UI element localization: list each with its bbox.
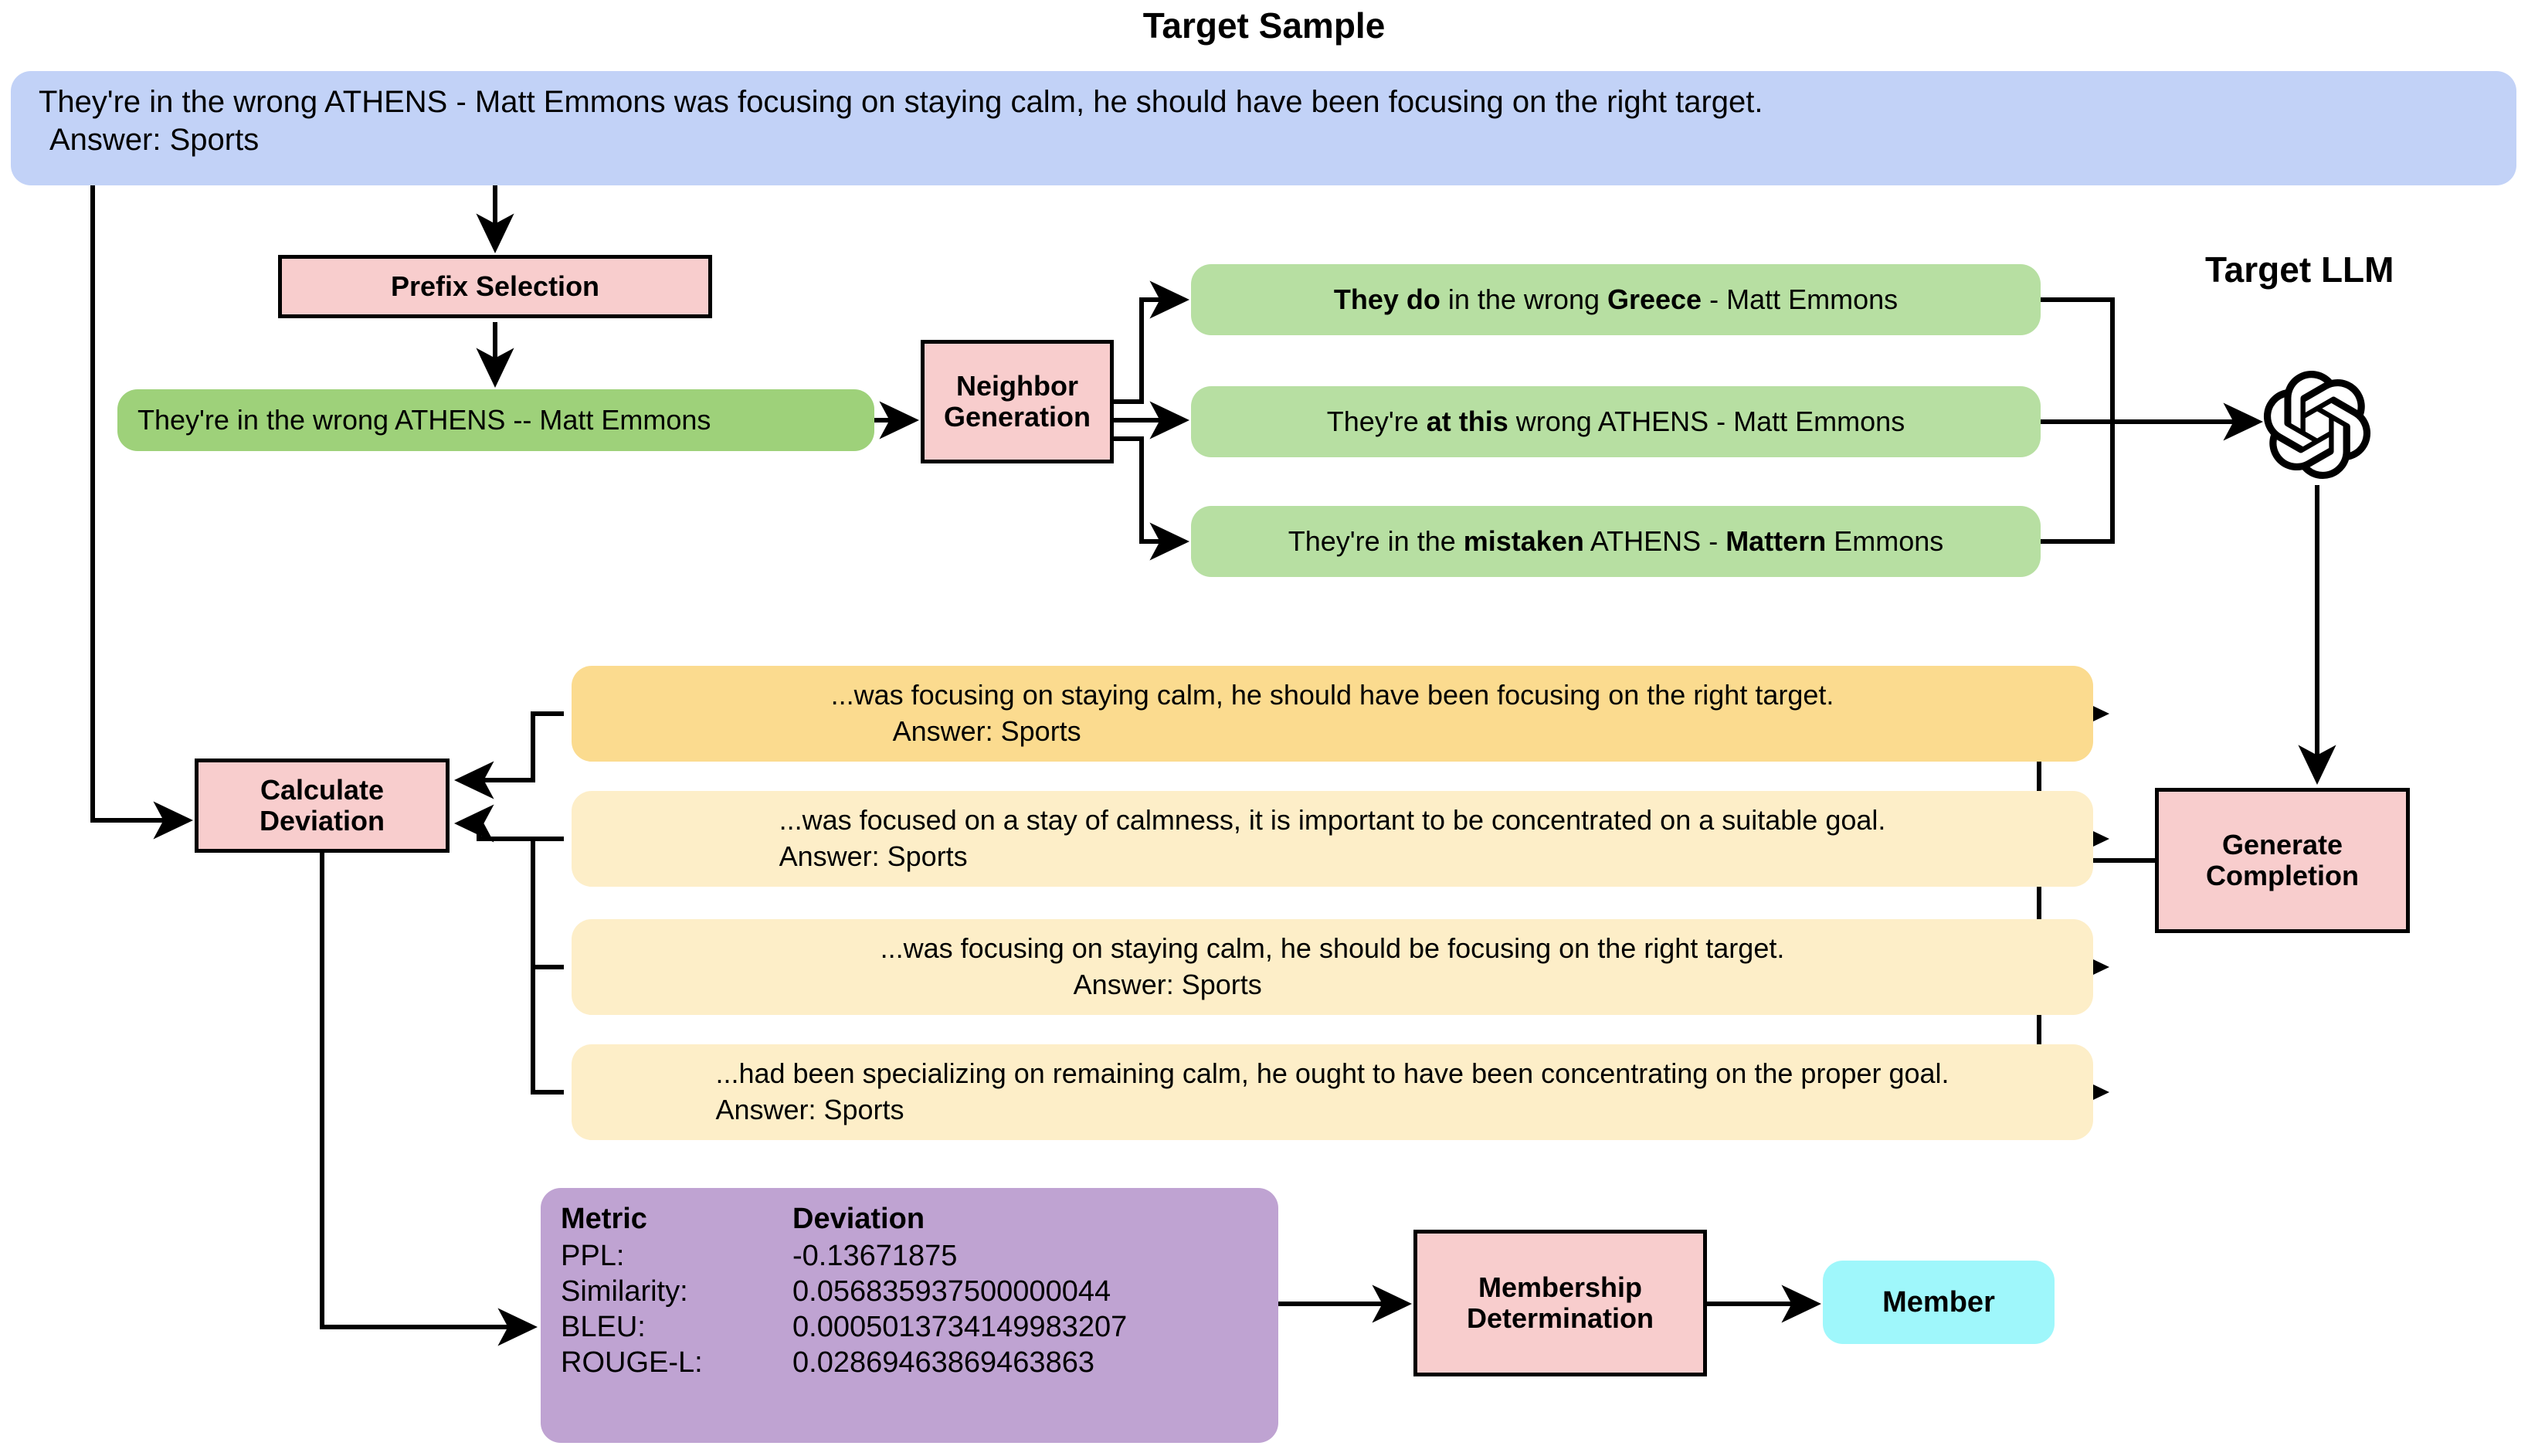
openai-logo-icon [2263,371,2371,479]
metrics-row-ppl: PPL: -0.13671875 [561,1239,1127,1274]
membership-determination-line2: Determination [1466,1302,1654,1334]
neighbor-0-b2: Greece [1607,283,1702,315]
generate-completion-label: Generate Completion [2206,828,2359,892]
metrics-row-rougel: ROUGE-L: 0.02869463869463863 [561,1346,1127,1381]
page-title: Target Sample [1142,5,1386,46]
membership-determination-label: Membership Determination [1466,1271,1654,1335]
completion-2-body: ...was focusing on staying calm, he shou… [881,931,1785,1003]
neighbor-sentence-1-text: They're at this wrong ATHENS - Matt Emmo… [1327,406,1905,438]
member-result-badge: Member [1823,1261,2055,1344]
completion-box-2: ...was focusing on staying calm, he shou… [572,919,2093,1015]
metric-name-ppl: PPL: [561,1240,625,1273]
target-sample-line1: They're in the wrong ATHENS - Matt Emmon… [39,85,1763,119]
metric-value-similarity: 0.056835937500000044 [792,1275,1111,1308]
completion-0-text: ...was focusing on staying calm, he shou… [830,679,1834,711]
completion-2-answer: Answer: Sports [1073,969,1262,1000]
metrics-header-row: Metric Deviation [561,1202,1127,1239]
prefix-selection-box[interactable]: Prefix Selection [278,255,712,318]
calculate-deviation-box[interactable]: Calculate Deviation [195,759,450,853]
metric-name-rougel: ROUGE-L: [561,1346,703,1380]
neighbor-generation-label: Neighbor Generation [943,369,1091,433]
completion-1-body: ...was focused on a stay of calmness, it… [779,803,1886,875]
completion-1-answer: Answer: Sports [779,840,968,872]
neighbor-1-pre: They're [1326,406,1427,437]
neighbor-1-b1: at this [1426,406,1508,437]
neighbor-2-b1: mistaken [1463,525,1584,557]
generate-completion-line1: Generate [2221,828,2343,860]
metric-name-similarity: Similarity: [561,1275,688,1308]
metric-value-bleu: 0.0005013734149983207 [792,1311,1128,1344]
membership-determination-line1: Membership [1478,1271,1643,1303]
completion-2-text: ...was focusing on staying calm, he shou… [880,932,1785,965]
selected-prefix-box: They're in the wrong ATHENS -- Matt Emmo… [117,389,874,451]
neighbor-2-post: Emmons [1826,525,1944,557]
generate-completion-box[interactable]: Generate Completion [2155,788,2410,933]
metrics-header-deviation: Deviation [792,1203,925,1235]
neighbor-sentence-2: They're in the mistaken ATHENS - Mattern… [1191,506,2041,577]
calculate-deviation-label: Calculate Deviation [259,773,385,837]
completion-0-body: ...was focusing on staying calm, he shou… [831,677,1834,750]
completion-0-answer: Answer: Sports [892,715,1081,747]
neighbor-2-b2: Mattern [1725,525,1827,557]
neighbor-0-b1: They do [1333,283,1440,315]
metrics-row-similarity: Similarity: 0.056835937500000044 [561,1274,1127,1310]
member-result-label: Member [1882,1285,1995,1319]
metric-name-bleu: BLEU: [561,1311,646,1344]
prefix-selection-label: Prefix Selection [390,270,600,302]
metrics-row-bleu: BLEU: 0.0005013734149983207 [561,1310,1127,1346]
calculate-deviation-line2: Deviation [259,805,385,837]
completion-3-text: ...had been specializing on remaining ca… [715,1057,1949,1090]
neighbor-2-mid: ATHENS - [1583,525,1726,557]
neighbor-0-mid: in the wrong [1440,283,1607,315]
neighbor-sentence-2-text: They're in the mistaken ATHENS - Mattern… [1288,525,1944,558]
completion-box-1: ...was focused on a stay of calmness, it… [572,791,2093,887]
metrics-table: Metric Deviation PPL: -0.13671875 Simila… [561,1202,1127,1381]
completion-box-3: ...had been specializing on remaining ca… [572,1044,2093,1140]
neighbor-0-post: - Matt Emmons [1702,283,1899,315]
metric-value-rougel: 0.02869463869463863 [792,1346,1094,1380]
generate-completion-line2: Completion [2206,860,2359,891]
completion-3-body: ...had been specializing on remaining ca… [715,1056,1949,1128]
metrics-table-box: Metric Deviation PPL: -0.13671875 Simila… [541,1188,1278,1443]
metric-value-ppl: -0.13671875 [792,1240,958,1273]
neighbor-sentence-0-text: They do in the wrong Greece - Matt Emmon… [1334,283,1898,316]
calculate-deviation-line1: Calculate [260,773,385,806]
neighbor-generation-line1: Neighbor [955,369,1078,402]
neighbor-1-mid: wrong ATHENS - Matt Emmons [1508,406,1905,437]
membership-determination-box[interactable]: Membership Determination [1413,1230,1707,1376]
neighbor-sentence-1: They're at this wrong ATHENS - Matt Emmo… [1191,386,2041,457]
neighbor-generation-box[interactable]: Neighbor Generation [921,340,1114,463]
completion-3-answer: Answer: Sports [715,1094,904,1125]
neighbor-2-pre: They're in the [1288,525,1464,557]
selected-prefix-text: They're in the wrong ATHENS -- Matt Emmo… [137,404,711,436]
metrics-header-metric: Metric [561,1203,647,1235]
target-sample-box: They're in the wrong ATHENS - Matt Emmon… [11,71,2516,185]
neighbor-generation-line2: Generation [943,401,1091,433]
target-llm-label: Target LLM [2205,249,2394,290]
completion-1-text: ...was focused on a stay of calmness, it… [779,804,1886,837]
neighbor-sentence-0: They do in the wrong Greece - Matt Emmon… [1191,264,2041,335]
completion-box-0: ...was focusing on staying calm, he shou… [572,666,2093,762]
target-sample-line2: Answer: Sports [49,122,260,157]
